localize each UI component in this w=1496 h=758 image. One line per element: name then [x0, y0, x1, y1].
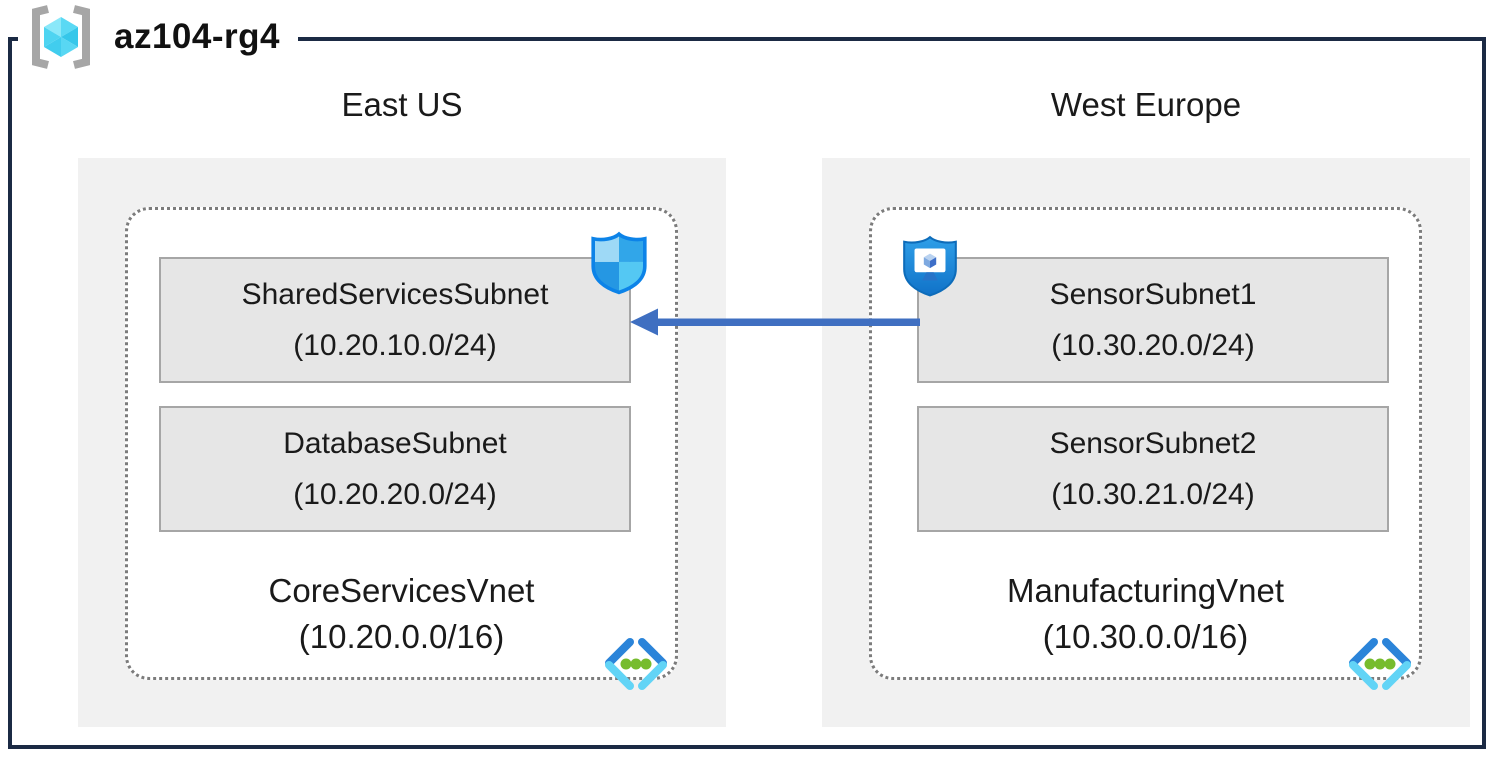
- region-title-west-europe: West Europe: [1050, 86, 1242, 123]
- subnet-cidr: (10.20.20.0/24): [293, 478, 497, 511]
- virtual-network-icon: [605, 638, 667, 690]
- subnet-cidr: (10.20.10.0/24): [293, 329, 497, 362]
- vnet-coreservices: SharedServicesSubnet (10.20.10.0/24) Dat…: [125, 207, 678, 690]
- vnet-name: ManufacturingVnet: [1006, 572, 1284, 609]
- subnet-name: SharedServicesSubnet: [241, 278, 549, 311]
- subnet-sensor1: SensorSubnet1 (10.30.20.0/24): [917, 257, 1389, 383]
- vnet-cidr: (10.20.0.0/16): [298, 618, 505, 655]
- subnet-name: SensorSubnet1: [1049, 278, 1257, 311]
- virtual-network-icon: [1349, 638, 1411, 690]
- subnet-database: DatabaseSubnet (10.20.20.0/24): [159, 406, 631, 532]
- resource-group-icon: [32, 5, 90, 69]
- subnet-sensor2: SensorSubnet2 (10.30.21.0/24): [917, 406, 1389, 532]
- vnet-manufacturing: SensorSubnet1 (10.30.20.0/24) SensorSubn…: [869, 207, 1422, 690]
- nsg-shield-icon: [591, 231, 647, 295]
- subnet-name: DatabaseSubnet: [283, 427, 507, 460]
- subnet-sharedservices: SharedServicesSubnet (10.20.10.0/24): [159, 257, 631, 383]
- region-east-us: SharedServicesSubnet (10.20.10.0/24) Dat…: [78, 158, 726, 727]
- region-west-europe: SensorSubnet1 (10.30.20.0/24) SensorSubn…: [822, 158, 1470, 727]
- vnet-label-manufacturing: ManufacturingVnet (10.30.0.0/16): [872, 568, 1419, 660]
- subnet-cidr: (10.30.21.0/24): [1051, 478, 1255, 511]
- subnet-name: SensorSubnet2: [1049, 427, 1257, 460]
- shield-monitor-icon: [903, 235, 957, 297]
- vnet-label-coreservices: CoreServicesVnet (10.20.0.0/16): [128, 568, 675, 660]
- subnet-cidr: (10.30.20.0/24): [1051, 329, 1255, 362]
- vnet-cidr: (10.30.0.0/16): [1042, 618, 1249, 655]
- vnet-name: CoreServicesVnet: [268, 572, 535, 609]
- resource-group-boundary: [8, 37, 1486, 749]
- resource-group-label: az104-rg4: [18, 4, 298, 70]
- region-title-east-us: East US: [341, 86, 463, 123]
- resource-group-name: az104-rg4: [114, 17, 280, 56]
- peering-arrow: [630, 308, 920, 336]
